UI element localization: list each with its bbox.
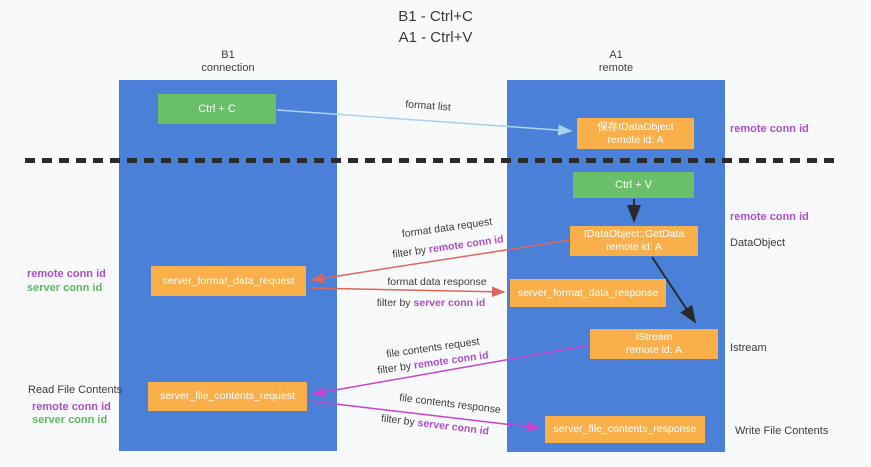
format-data-request-arrow: [310, 239, 571, 284]
write-file-contents-label: Write File Contents: [735, 425, 829, 437]
remote-conn-id-label-right-mid: remote conn id: [730, 211, 809, 223]
server-file-contents-response-node: server_file_contents_response: [545, 416, 705, 443]
server-file-contents-request-label: server_file_contents_request: [160, 390, 295, 402]
ctrl-v-label: Ctrl + V: [615, 178, 652, 191]
format-data-response-arrow: [308, 286, 506, 298]
server-file-contents-response-label: server_file_contents_response: [553, 423, 697, 435]
ctrl-v-node: Ctrl + V: [573, 172, 694, 198]
right-column-subtitle: remote: [598, 62, 634, 74]
istream-line1: IStream: [635, 331, 673, 343]
session-divider-dashed-line: [25, 158, 835, 163]
getdata-node: IDataObject::GetData remote id: A: [570, 226, 698, 256]
getdata-to-istream-arrow: [651, 256, 697, 324]
left-column-name: B1: [221, 49, 235, 61]
filter-by-text: filter by: [376, 297, 411, 309]
format-list-arrow: [276, 109, 573, 136]
server-conn-id-label-left-bottom: server conn id: [32, 414, 108, 426]
remote-conn-id-label-left-bottom: remote conn id: [32, 401, 111, 413]
server-conn-id-label-left-top: server conn id: [27, 282, 103, 294]
istream-side-label: Istream: [730, 342, 767, 354]
server-format-data-response-node: server_format_data_response: [510, 279, 666, 307]
server-format-data-response-label: server_format_data_response: [517, 286, 659, 299]
ctrl-c-label: Ctrl + C: [198, 102, 236, 115]
getdata-line1: IDataObject::GetData: [583, 228, 685, 240]
right-column-header: A1 remote: [507, 49, 725, 75]
server-conn-id-text: server conn id: [413, 297, 486, 309]
left-column-header: B1 connection: [119, 49, 337, 75]
ctrl-c-node: Ctrl + C: [158, 94, 276, 124]
getdata-line2: remote id: A: [605, 241, 663, 253]
server-format-data-request-label: server_format_data_request: [162, 274, 295, 287]
save-dataobject-line1: 保存IDataObject: [597, 120, 674, 133]
remote-conn-id-label-right-top: remote conn id: [730, 123, 809, 135]
save-dataobject-line2: remote id: A: [607, 133, 664, 146]
remote-conn-id-label-left-top: remote conn id: [27, 268, 106, 280]
right-column-name: A1: [609, 49, 623, 61]
save-dataobject-node: 保存IDataObject remote id: A: [577, 118, 694, 149]
file-contents-response-arrow: [309, 400, 541, 432]
title-line-2: A1 - Ctrl+V: [398, 29, 473, 46]
istream-line2: remote id: A: [625, 344, 683, 356]
server-file-contents-request-node: server_file_contents_request: [148, 382, 307, 411]
title-line-1: B1 - Ctrl+C: [398, 8, 473, 25]
format-data-response-label: format data response: [387, 276, 487, 288]
left-column-subtitle: connection: [201, 62, 255, 74]
file-contents-request-arrow: [311, 344, 591, 398]
read-file-contents-label: Read File Contents: [28, 384, 123, 396]
dataobject-label: DataObject: [730, 237, 786, 249]
diagram-title: B1 - Ctrl+C A1 - Ctrl+V: [0, 6, 871, 48]
istream-node: IStream remote id: A: [590, 329, 718, 359]
server-format-data-request-node: server_format_data_request: [151, 266, 306, 296]
